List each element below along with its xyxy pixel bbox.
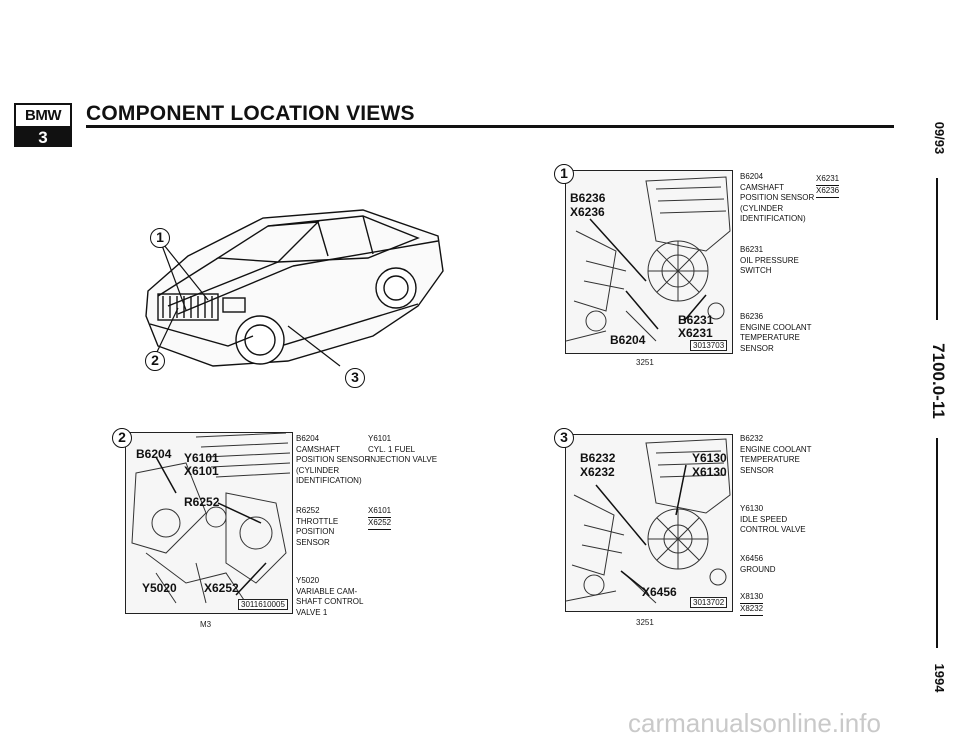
panel2-desc-b6204: B6204 CAMSHAFT POSITION SENSOR (CYLINDER… [296, 434, 371, 485]
panel2-connector-x6252: X6252 [368, 518, 392, 530]
car-callout-3: 3 [345, 368, 365, 388]
panel1-label-x6236: X6236 [570, 205, 605, 219]
panel3-callout-number: 3 [554, 428, 574, 448]
panel2-label-y6101: Y6101 [184, 451, 219, 465]
watermark-text: carmanualsonline.info [628, 708, 881, 738]
car-callout-2: 2 [145, 351, 165, 371]
panel2-desc-y5020: Y5020 VARIABLE CAM- SHAFT CONTROL VALVE … [296, 576, 364, 617]
bmw-3-series-logo: BMW 3 [14, 103, 72, 147]
panel1-figure-code: 3013703 [690, 340, 728, 351]
panel1-connector-x6236: X6236 [816, 186, 840, 198]
panel1-caption: 3251 [636, 358, 654, 367]
engine-drawing-1 [566, 176, 731, 342]
margin-year: 1994 [932, 663, 947, 693]
panel2-label-x6252: X6252 [204, 581, 239, 595]
panel1-connector-x6231: X6231 [816, 174, 840, 186]
car-illustration [145, 209, 444, 367]
panel2-caption: M3 [200, 620, 212, 629]
panel1-label-x6231: X6231 [678, 326, 713, 340]
panel1-label-b6231: B6231 [678, 313, 714, 327]
panel2-label-b6204: B6204 [136, 447, 172, 461]
panel1-callout-number: 1 [554, 164, 574, 184]
panel1-label-b6236: B6236 [570, 191, 606, 205]
panel3-label-x6456: X6456 [642, 585, 677, 599]
panel1-desc-b6236: B6236 ENGINE COOLANT TEMPERATURE SENSOR [740, 312, 812, 353]
margin-date: 09/93 [932, 121, 947, 155]
panel2-desc-r6252: R6252 THROTTLE POSITION SENSOR [296, 506, 339, 547]
panel3-connector-x8130: X8130 [740, 592, 764, 604]
panel1-desc-b6231: B6231 OIL PRESSURE SWITCH [740, 245, 799, 275]
engine-view-panel-2: B6204 Y6101 X6101 R6252 Y5020 X6252 3011… [125, 432, 293, 614]
panel2-figure-code: 3011610005 [238, 599, 288, 610]
panel1-label-b6204: B6204 [610, 333, 646, 347]
panel3-label-y6130: Y6130 [692, 451, 727, 465]
panel2-label-x6101: X6101 [184, 464, 219, 478]
panel3-desc-y6130: Y6130 IDLE SPEED CONTROL VALVE [740, 504, 806, 534]
engine-view-panel-3: B6232 X6232 Y6130 X6130 X6456 3013702 [565, 434, 733, 612]
panel3-figure-code: 3013702 [690, 597, 728, 608]
right-margin-rule-top [936, 178, 938, 320]
panel2-callout-number: 2 [112, 428, 132, 448]
panel3-caption: 3251 [636, 618, 654, 627]
panel3-label-b6232: B6232 [580, 451, 616, 465]
panel2-label-y5020: Y5020 [142, 581, 177, 595]
logo-series-number: 3 [16, 128, 70, 147]
panel3-connector-x8232: X8232 [740, 604, 764, 616]
engine-drawing-2 [131, 433, 291, 604]
panel2-connector-x6101: X6101 [368, 506, 392, 518]
panel3-desc-x6456: X6456 GROUND [740, 554, 776, 574]
panel1-desc-b6204: B6204 CAMSHAFT POSITION SENSOR (CYLINDER… [740, 172, 815, 223]
margin-page-number: 7100.0-11 [929, 343, 948, 419]
page-title: COMPONENT LOCATION VIEWS [86, 102, 415, 125]
panel3-label-x6130: X6130 [692, 465, 727, 479]
panel3-label-x6232: X6232 [580, 465, 615, 479]
panel2-label-r6252: R6252 [184, 495, 220, 509]
panel3-desc-b6232: B6232 ENGINE COOLANT TEMPERATURE SENSOR [740, 434, 812, 475]
engine-view-panel-1: B6236 X6236 B6231 X6231 B6204 3013703 [565, 170, 733, 354]
car-callout-1: 1 [150, 228, 170, 248]
engine-drawing-3 [566, 438, 731, 604]
header-rule [86, 125, 894, 128]
logo-bmw-text: BMW [16, 105, 70, 128]
right-margin-rule-mid [936, 438, 938, 648]
panel2-desc-y6101: Y6101 CYL. 1 FUEL INJECTION VALVE [368, 434, 438, 464]
